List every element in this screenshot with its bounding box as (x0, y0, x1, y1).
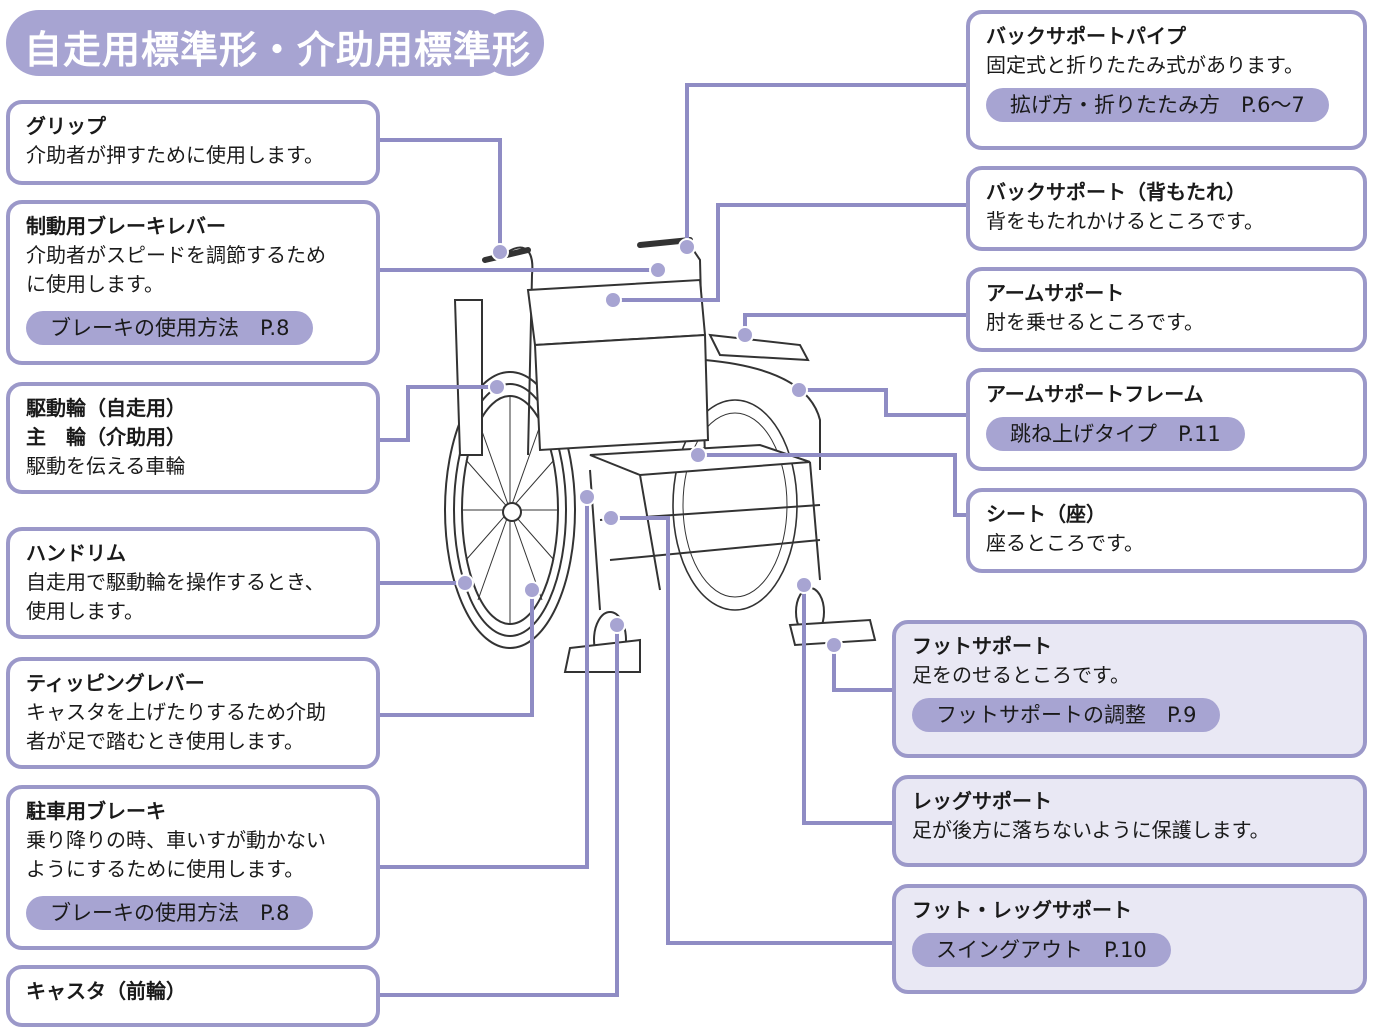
drive-wheel-dot (488, 378, 506, 396)
page-title: 自走用標準形・介助用標準形 (24, 28, 532, 72)
brake-lever-desc-line1: 介助者がスピードを調節するため (26, 243, 326, 267)
drive-wheel-desc: 駆動を伝える車輪 (26, 454, 186, 478)
leg-support-dot (795, 576, 813, 594)
arm-support-dot (736, 326, 754, 344)
callout-parking-brake: 駐車用ブレーキ 乗り降りの時、車いすが動かない ようにするために使用します。 ブ… (6, 785, 380, 950)
foot-support-desc: 足をのせるところです。 (912, 663, 1130, 687)
tipping-lever-dot (523, 581, 541, 599)
page-title-banner: 自走用標準形・介助用標準形 (6, 10, 544, 76)
callout-tipping-lever: ティッピングレバー キャスタを上げたりするため介助 者が足で踏むとき使用します。 (6, 657, 380, 769)
callout-arm-frame: アームサポートフレーム 跳ね上げタイプ P.11 (966, 368, 1367, 471)
callout-seat: シート（座） 座るところです。 (966, 488, 1367, 573)
tipping-lever-desc-line1: キャスタを上げたりするため介助 (26, 700, 326, 724)
wheelchair-illustration (444, 237, 877, 673)
arm-support-desc: 肘を乗せるところです。 (986, 310, 1204, 334)
arm-frame (704, 359, 821, 470)
arm-frame-dot (790, 381, 808, 399)
leg-support-desc: 足が後方に落ちないように保護します。 (912, 818, 1270, 842)
back-pipe-desc: 固定式と折りたたみ式があります。 (986, 53, 1304, 77)
foot-leg-support-name: フット・レッグサポート (912, 898, 1132, 922)
handrim-desc-line2: 使用します。 (26, 599, 144, 623)
foot-leg-support-dot (602, 509, 620, 527)
foot-support-dot (825, 636, 843, 654)
handrim-dot (456, 574, 474, 592)
callout-grip: グリップ 介助者が押すために使用します。 (6, 100, 380, 185)
seat-name: シート（座） (986, 502, 1106, 526)
back-pipe-dot (678, 238, 696, 256)
footplate-left (563, 638, 641, 673)
callout-caster: キャスタ（前輪） (6, 965, 380, 1027)
drive-wheel-name-line2: 主 輪（介助用） (26, 425, 186, 449)
callout-back-support: バックサポート（背もたれ） 背をもたれかけるところです。 (966, 166, 1367, 251)
parking-brake-page-ref[interactable]: ブレーキの使用方法 P.8 (26, 896, 314, 930)
footplate-right (788, 618, 877, 647)
callout-brake-lever: 制動用ブレーキレバー 介助者がスピードを調節するため に使用します。 ブレーキの… (6, 200, 380, 365)
parking-brake-dot (578, 488, 596, 506)
back-pipe-page-ref[interactable]: 拡げ方・折りたたみ方 P.6〜7 (986, 88, 1329, 122)
title-background (6, 10, 544, 76)
parking-brake-name: 駐車用ブレーキ (26, 799, 166, 823)
brake-lever-dot (649, 261, 667, 279)
tipping-lever-name: ティッピングレバー (26, 671, 205, 695)
callout-handrim: ハンドリム 自走用で駆動輪を操作するとき、 使用します。 (6, 527, 380, 639)
brake-lever-desc-line2: に使用します。 (26, 272, 164, 296)
callout-foot-leg-support: フット・レッグサポート スイングアウト P.10 (892, 884, 1367, 994)
drive-wheel-tire (444, 371, 576, 649)
arm-frame-page-ref[interactable]: 跳ね上げタイプ P.11 (986, 417, 1245, 451)
parking-brake-desc-line2: ようにするために使用します。 (26, 857, 305, 881)
grip-dot (491, 243, 509, 261)
back-support-name: バックサポート（背もたれ） (986, 180, 1246, 204)
leg-support-name: レッグサポート (912, 789, 1052, 813)
back-support-lower (533, 333, 710, 452)
callout-drive-wheel: 駆動輪（自走用） 主 輪（介助用） 駆動を伝える車輪 (6, 382, 380, 494)
back-support-upper (526, 278, 707, 347)
arm-frame-name: アームサポートフレーム (986, 382, 1204, 406)
handrim-name: ハンドリム (26, 541, 126, 565)
brake-lever-page-ref[interactable]: ブレーキの使用方法 P.8 (26, 311, 314, 345)
arm-pad (708, 333, 810, 362)
seat-dot (689, 446, 707, 464)
callout-leg-support: レッグサポート 足が後方に落ちないように保護します。 (892, 775, 1367, 867)
caster-name: キャスタ（前輪） (26, 979, 186, 1003)
foot-support-page-ref[interactable]: フットサポートの調整 P.9 (912, 698, 1221, 732)
connector-lines (378, 83, 968, 997)
drive-wheel-name-line1: 駆動輪（自走用） (26, 396, 186, 420)
back-support-desc: 背をもたれかけるところです。 (986, 209, 1264, 233)
callout-arm-support: アームサポート 肘を乗せるところです。 (966, 267, 1367, 352)
tipping-lever-desc-line2: 者が足で踏むとき使用します。 (26, 729, 304, 753)
seat-desc: 座るところです。 (986, 531, 1144, 555)
handrim-desc-line1: 自走用で駆動輪を操作するとき、 (26, 570, 325, 594)
foot-support-name: フットサポート (912, 634, 1052, 658)
foot-leg-support-page-ref[interactable]: スイングアウト P.10 (912, 933, 1171, 967)
caster-dot (608, 616, 626, 634)
parking-brake-desc-line1: 乗り降りの時、車いすが動かない (26, 828, 326, 852)
callout-foot-support: フットサポート 足をのせるところです。 フットサポートの調整 P.9 (892, 620, 1367, 758)
arm-support-name: アームサポート (986, 281, 1125, 305)
brake-lever-name: 制動用ブレーキレバー (26, 214, 226, 238)
callout-dots (456, 238, 843, 654)
back-pipe-name: バックサポートパイプ (986, 24, 1186, 48)
grip-desc: 介助者が押すために使用します。 (26, 143, 324, 167)
grip-name: グリップ (26, 114, 106, 138)
handrim-ring (453, 383, 567, 637)
back-pipe-left (499, 246, 534, 456)
back-support-dot (604, 291, 622, 309)
callout-back-pipe: バックサポートパイプ 固定式と折りたたみ式があります。 拡げ方・折りたたみ方 P… (966, 10, 1367, 150)
